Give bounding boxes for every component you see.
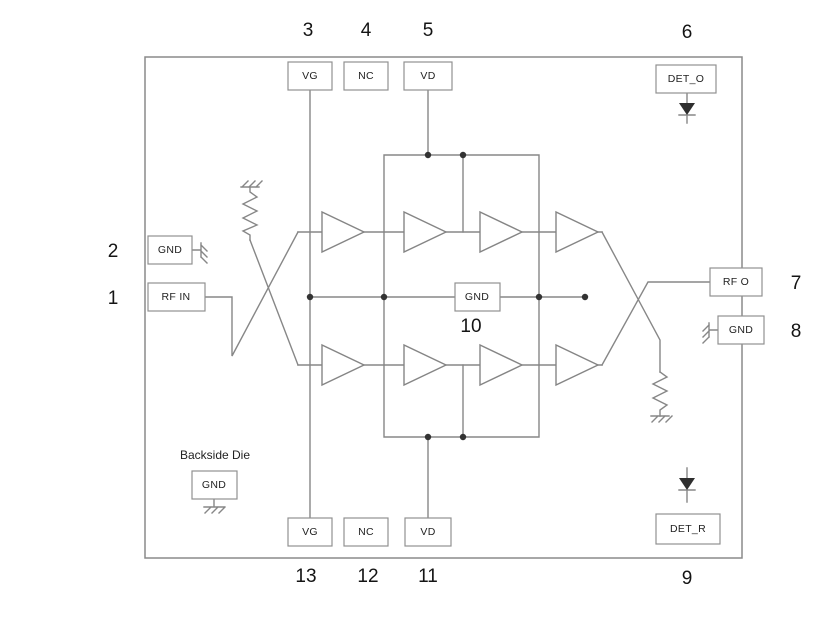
- pin-box-nc-top: NC: [343, 61, 389, 91]
- pin-box: [147, 282, 206, 312]
- pin-box-gnd-left: GND: [147, 235, 193, 265]
- amplifier-icon: [555, 343, 600, 387]
- wire-rfo-feed: [601, 281, 711, 366]
- backside-die-caption: Backside Die: [180, 448, 250, 462]
- ground-icon-pin2: [191, 242, 208, 264]
- junction-dot: [306, 293, 314, 301]
- pin-number-12: 12: [357, 566, 378, 587]
- pin-box: [404, 517, 452, 547]
- amplifier-icon: [321, 210, 366, 254]
- pin-box-gnd-backside: GND: [191, 470, 238, 500]
- pin-label: RF O: [723, 276, 749, 288]
- pin-number-7: 7: [791, 273, 802, 294]
- pin-label: VD: [420, 70, 435, 82]
- chip-outline: [144, 56, 743, 559]
- pin-box-gnd-center: GND: [454, 282, 501, 312]
- diode-icon-det-r: [679, 478, 695, 490]
- pin-box-vg-top: VG: [287, 61, 333, 91]
- junction-dot: [459, 433, 467, 441]
- pin-number-4: 4: [361, 20, 372, 41]
- amplifier-icon: [403, 343, 448, 387]
- pin-number-1: 1: [108, 288, 119, 309]
- pin-label: DET_R: [670, 523, 706, 535]
- pin-label: GND: [202, 479, 226, 491]
- pin-label: GND: [158, 244, 182, 256]
- pin-number-13: 13: [295, 566, 316, 587]
- pin-number-8: 8: [791, 321, 802, 342]
- junction-dot: [424, 151, 432, 159]
- diode-icon-det-o: [679, 103, 695, 115]
- pin-box: [454, 282, 501, 312]
- resistor-input-icon: [241, 186, 259, 241]
- amplifier-icon: [479, 210, 524, 254]
- pin-label: DET_O: [668, 73, 705, 85]
- wiring: [191, 89, 719, 519]
- junction-dot: [424, 433, 432, 441]
- pin-box-gnd-right: GND: [717, 315, 765, 345]
- ground-icon-pin8: [702, 322, 719, 344]
- junction-dots: [306, 151, 589, 441]
- junction-dot: [380, 293, 388, 301]
- pin-number-6: 6: [682, 22, 693, 43]
- pin-label: VD: [420, 526, 435, 538]
- pin-box: [147, 235, 193, 265]
- pin-number-9: 9: [682, 568, 693, 589]
- ground-icon-backside: [203, 498, 226, 514]
- amplifier-array: [321, 210, 600, 387]
- resistor-output-icon: [651, 371, 669, 417]
- wire-rfin-feed: [204, 231, 299, 357]
- pin-box: [709, 267, 763, 297]
- wire-input-term-branch: [249, 239, 299, 366]
- pin-box-det-o: DET_O: [655, 64, 717, 94]
- pin-box-rf-o: RF O: [709, 267, 763, 297]
- ground-icon-output: [650, 415, 673, 423]
- pin-number-5: 5: [423, 20, 434, 41]
- pin-label: GND: [465, 291, 489, 303]
- wire-output-term-branch: [601, 231, 661, 373]
- pin-box: [287, 61, 333, 91]
- pin-box: [287, 517, 333, 547]
- pin-label: RF IN: [162, 291, 191, 303]
- pin-box: [403, 61, 453, 91]
- pin-box: [655, 64, 717, 94]
- amplifier-icon: [321, 343, 366, 387]
- pin-box: [343, 517, 389, 547]
- junction-dot: [535, 293, 543, 301]
- amplifier-icon: [403, 210, 448, 254]
- pin-box-nc-bottom: NC: [343, 517, 389, 547]
- pin-label: VG: [302, 70, 318, 82]
- junction-dot: [581, 293, 589, 301]
- junction-dot: [459, 151, 467, 159]
- pin-box: [191, 470, 238, 500]
- pin-box-det-r: DET_R: [655, 513, 721, 545]
- pin-box: [655, 513, 721, 545]
- pin-box-rf-in: RF IN: [147, 282, 206, 312]
- amplifier-icon: [479, 343, 524, 387]
- pin-box-vg-bottom: VG: [287, 517, 333, 547]
- pin-box: [717, 315, 765, 345]
- amplifier-icon: [555, 210, 600, 254]
- pin-label: NC: [358, 526, 374, 538]
- pin-box-vd-bottom: VD: [404, 517, 452, 547]
- pin-box-vd-top: VD: [403, 61, 453, 91]
- pin-numbers: 3 4 5 6 2 1 7 8 13 12 11 9 10: [108, 20, 802, 589]
- pin-box: [343, 61, 389, 91]
- pin-number-2: 2: [108, 241, 119, 262]
- pin-number-10: 10: [460, 316, 481, 337]
- pin-label: GND: [729, 324, 753, 336]
- pin-number-3: 3: [303, 20, 314, 41]
- pin-label: NC: [358, 70, 374, 82]
- pin-number-11: 11: [418, 566, 438, 587]
- pin-label: VG: [302, 526, 318, 538]
- ground-icon-input: [240, 180, 263, 188]
